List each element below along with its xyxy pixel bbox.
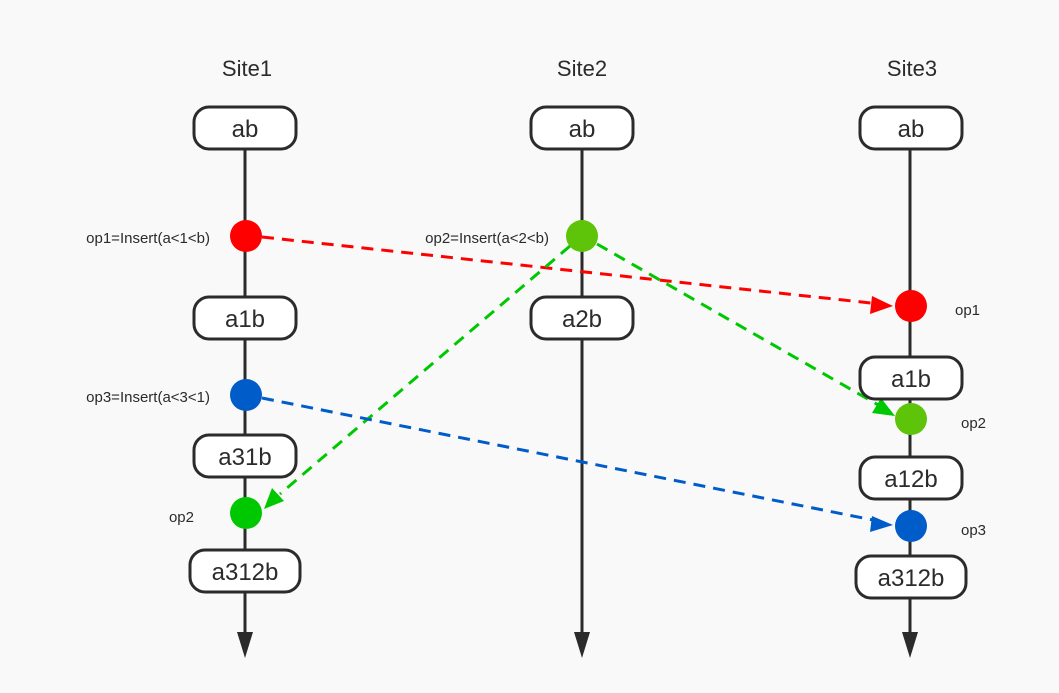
site1-op1-label: op1=Insert(a<1<b) [86, 230, 210, 247]
arrowhead-icon [872, 398, 895, 416]
site3-title: Site3 [887, 56, 937, 81]
site1-op2-label: op2 [169, 509, 194, 526]
message-op3-site1-to-site3 [261, 396, 893, 532]
site2-title: Site2 [557, 56, 607, 81]
site1-op1-dot [230, 220, 262, 252]
svg-text:a312b: a312b [878, 565, 945, 592]
svg-text:a2b: a2b [562, 306, 602, 333]
arrowhead-icon [870, 516, 893, 532]
site3-op3-label: op3 [961, 522, 986, 539]
site1-timeline-arrowhead [237, 632, 253, 658]
svg-text:a1b: a1b [891, 366, 931, 393]
site3-op1-label: op1 [955, 302, 980, 319]
site3-op3-dot [895, 510, 927, 542]
site1-state-a312b: a312b [188, 548, 302, 594]
site1-op3-dot [230, 379, 262, 411]
site3-op1-dot [895, 290, 927, 322]
site3-op2-dot [895, 403, 927, 435]
site1-state-a1b: a1b [192, 295, 298, 341]
site2-op2-label: op2=Insert(a<2<b) [425, 230, 549, 247]
site3-state-a1b: a1b [858, 355, 964, 401]
message-op2-site2-to-site3 [596, 242, 895, 416]
svg-text:ab: ab [569, 116, 596, 143]
site2-state-ab: ab [529, 105, 635, 151]
site3-op2-label: op2 [961, 415, 986, 432]
site1-op2-dot [230, 497, 262, 529]
svg-text:a1b: a1b [225, 306, 265, 333]
site2-op2-dot [566, 220, 598, 252]
message-op1-site1-to-site3 [261, 235, 893, 314]
site1-state-a31b: a31b [192, 433, 298, 479]
arrowhead-icon [870, 296, 893, 314]
svg-text:a12b: a12b [884, 466, 937, 493]
site1-title: Site1 [222, 56, 272, 81]
site3-state-a312b: a312b [854, 554, 968, 600]
svg-text:a31b: a31b [218, 444, 271, 471]
site1-op3-label: op3=Insert(a<3<1) [86, 389, 210, 406]
svg-text:ab: ab [232, 116, 259, 143]
site3-state-ab: ab [858, 105, 964, 151]
svg-text:ab: ab [898, 116, 925, 143]
site3-state-a12b: a12b [858, 455, 964, 501]
site2-timeline-arrowhead [574, 632, 590, 658]
message-op2-site2-to-site1 [264, 244, 571, 509]
site1-state-ab: ab [192, 105, 298, 151]
svg-text:a312b: a312b [212, 559, 279, 586]
site2-state-a2b: a2b [529, 295, 635, 341]
arrowhead-icon [264, 488, 284, 509]
site3-timeline-arrowhead [902, 632, 918, 658]
